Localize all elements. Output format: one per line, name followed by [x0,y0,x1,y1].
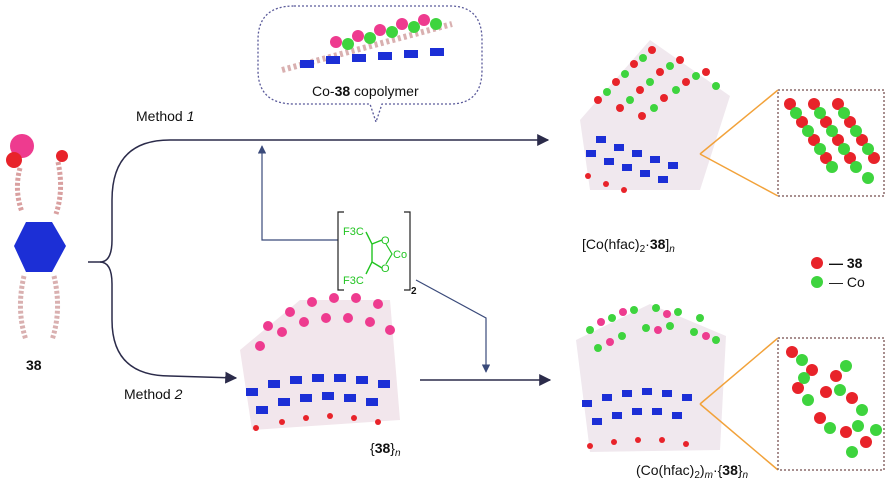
method2-label: Method 2 [124,386,183,402]
copolymer-bubble [257,5,483,125]
legend-red-dot [811,257,823,269]
reagent-subscript: 2 [411,286,417,297]
product2-formula: (Co(hfac)2)m·{38}n [636,462,749,481]
polymer-38-lattice [240,293,400,431]
zoom-box-random [777,337,885,471]
reagent-up-arrow [257,145,338,241]
compound-38-label: 38 [26,357,42,373]
product1-formula: [Co(hfac)2·38]n [582,236,675,255]
legend-38-label: — 38 [829,255,863,271]
reagent-cf3-bottom: F3C [343,275,364,287]
molecule-38-model [6,134,68,341]
reagent-co-hfac-structure: F3C F3C O O Co 2 [337,211,417,297]
method1-label: Method 1 [136,108,195,124]
reagent-oxygen-2: O [381,263,390,275]
method2-arrow [169,371,238,384]
legend-green-dot [811,276,823,288]
split-bracket [88,139,171,263]
legend-co-label: — Co [829,274,865,290]
reagent-cobalt: Co [393,249,407,261]
reagent-down-arrow [415,279,491,373]
product2-lattice [576,304,726,452]
product1-lattice [580,40,730,193]
reagent-oxygen-1: O [381,235,390,247]
copolymer-bubble-label: Co-38 copolymer [312,83,419,99]
zoom-box-ordered [777,89,885,197]
reagent-cf3-top: F3C [343,226,364,238]
polymer-38-formula: {38}n [370,440,401,459]
